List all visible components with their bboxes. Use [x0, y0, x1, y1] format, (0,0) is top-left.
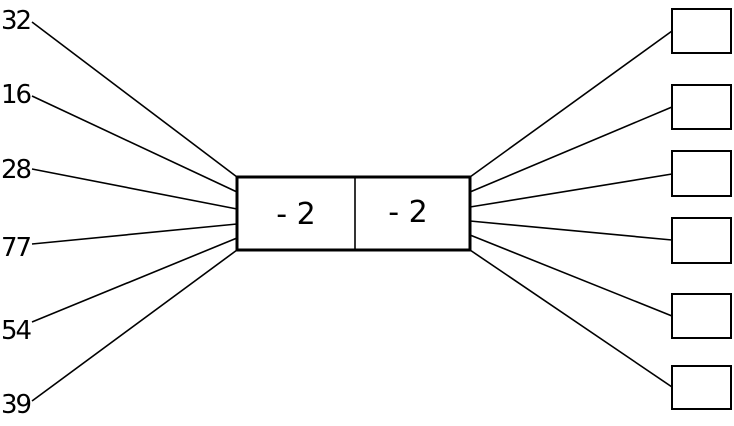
answer-box[interactable] [671, 365, 732, 410]
output-wire [469, 220, 673, 241]
input-wire [31, 237, 238, 323]
output-wire [469, 249, 673, 388]
input-wire [31, 168, 238, 210]
operation-label: - 2 [276, 197, 315, 232]
input-wire [31, 95, 238, 193]
input-wire [31, 249, 238, 402]
output-wire [469, 234, 673, 317]
input-wire [31, 21, 238, 178]
output-wire [469, 30, 673, 178]
answer-boxes[interactable] [671, 8, 732, 410]
machine-box [235, 175, 472, 252]
output-wires [469, 30, 673, 388]
answer-box[interactable] [671, 8, 732, 54]
input-number: 16 [1, 80, 31, 110]
operation-label: - 2 [388, 195, 427, 230]
answer-box[interactable] [671, 150, 732, 197]
input-numbers: 32 16 28 77 54 39 [1, 6, 34, 420]
function-machine: - 2 - 2 [235, 175, 472, 252]
answer-box[interactable] [671, 293, 732, 339]
answer-box[interactable] [671, 84, 732, 130]
answer-box[interactable] [671, 217, 732, 264]
input-number: 28 [1, 155, 31, 185]
input-number: 54 [1, 316, 32, 346]
input-number: 32 [1, 6, 30, 36]
input-number: 39 [1, 390, 31, 420]
input-number: 77 [1, 233, 31, 263]
output-wire [469, 106, 673, 193]
input-wires [31, 21, 238, 402]
input-wire [31, 223, 238, 245]
output-wire [469, 173, 673, 208]
